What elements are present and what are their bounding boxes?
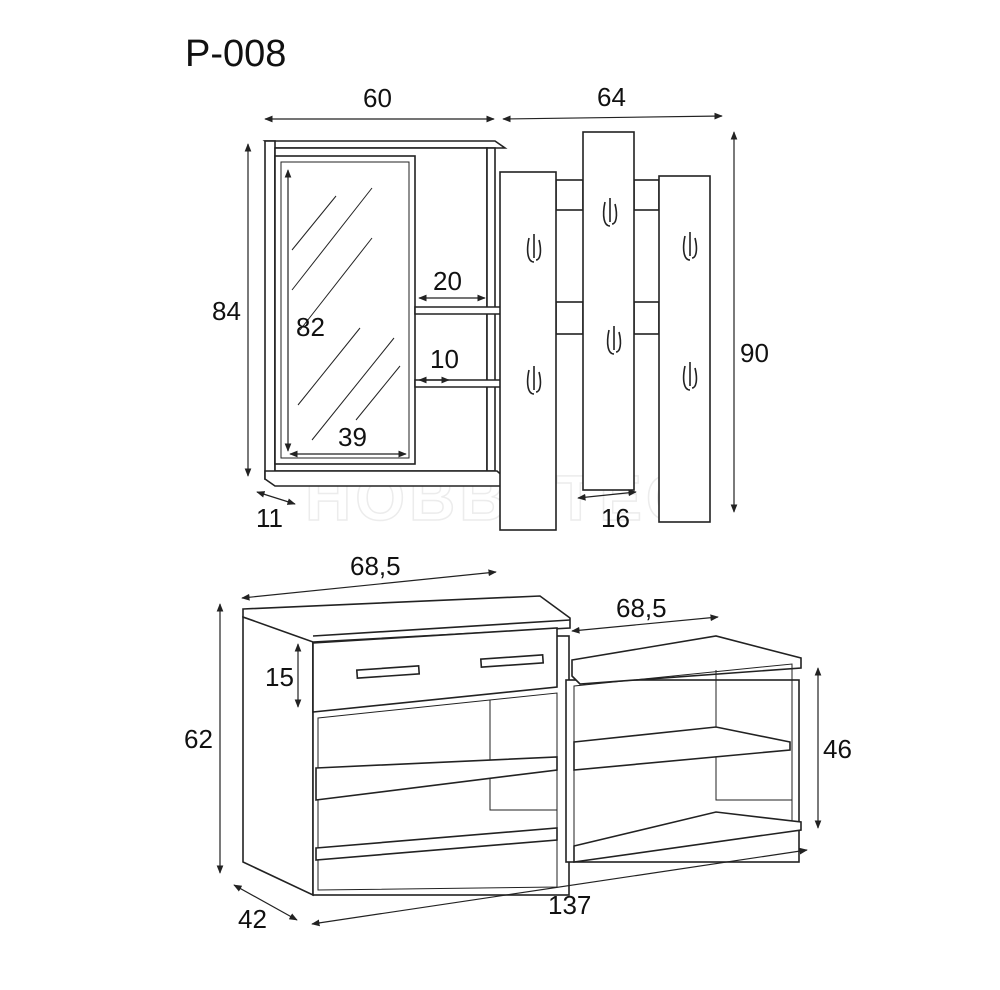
- dim-label-60: 60: [363, 83, 392, 113]
- hook-icon: [526, 234, 542, 263]
- dim-line-137: [311, 847, 808, 927]
- coat-hanger: [499, 131, 711, 531]
- bench-top: [571, 635, 802, 685]
- hook-icon: [682, 362, 698, 391]
- bench-shelf: [573, 726, 791, 771]
- hanger-panel-right: [658, 175, 711, 523]
- hook-icon: [682, 232, 698, 261]
- dim-label-42: 42: [238, 904, 267, 934]
- mirror-glass: [280, 161, 410, 459]
- dim-label-62: 62: [184, 724, 213, 754]
- shoe-cabinet: [242, 595, 571, 897]
- dim-label-46: 46: [823, 734, 852, 764]
- dimension-labels: 60 64 84 90 82 39 20 10 11 16 68,5 68,5 …: [184, 82, 852, 934]
- dim-label-15: 15: [265, 662, 294, 692]
- hanger-panel-left: [499, 171, 557, 531]
- dim-label-84: 84: [212, 296, 241, 326]
- dim-line-64: [502, 112, 723, 123]
- dim-line-68-5-left: [241, 569, 497, 601]
- dim-line-42: [233, 884, 298, 921]
- drawer-handle-left: [355, 664, 421, 680]
- dim-label-16: 16: [601, 503, 630, 533]
- mirror: [274, 155, 416, 465]
- mirror-reflection-lines: [291, 187, 401, 441]
- dim-label-137: 137: [548, 890, 591, 920]
- dim-label-64: 64: [597, 82, 626, 112]
- drawer: [312, 627, 558, 713]
- dim-line-11: [256, 491, 296, 505]
- dim-label-82: 82: [296, 312, 325, 342]
- rail-lower-right: [633, 301, 660, 335]
- mirror-unit: [262, 140, 508, 487]
- hook-icon: [606, 326, 622, 355]
- cabinet-shelf: [315, 756, 558, 801]
- dim-label-10: 10: [430, 344, 459, 374]
- mirror-unit-bottom-board: [264, 470, 506, 487]
- dim-line-16: [577, 489, 637, 501]
- dim-label-90: 90: [740, 338, 769, 368]
- lower-shelf: [414, 379, 504, 388]
- bench: [565, 635, 802, 863]
- dim-label-11: 11: [256, 503, 283, 533]
- cabinet-side-face: [242, 615, 314, 897]
- rail-upper-left: [555, 179, 584, 211]
- hook-icon: [526, 366, 542, 395]
- dim-label-68-5-right: 68,5: [616, 593, 667, 623]
- hook-icon: [602, 198, 618, 227]
- upper-shelf: [414, 306, 504, 315]
- drawer-handle-right: [479, 653, 545, 669]
- page-title: P-008: [185, 33, 286, 75]
- mirror-unit-top-board: [262, 140, 508, 149]
- dim-label-20: 20: [433, 266, 462, 296]
- dim-label-68-5-left: 68,5: [350, 551, 401, 581]
- rail-lower-left: [555, 301, 584, 335]
- dim-line-68-5-right: [571, 614, 719, 634]
- hanger-panel-middle: [582, 131, 635, 491]
- cabinet-top: [242, 595, 571, 643]
- dimension-lines: [216, 112, 822, 927]
- mirror-unit-left-side: [264, 140, 276, 480]
- dim-label-39: 39: [338, 422, 367, 452]
- rail-upper-right: [633, 179, 660, 211]
